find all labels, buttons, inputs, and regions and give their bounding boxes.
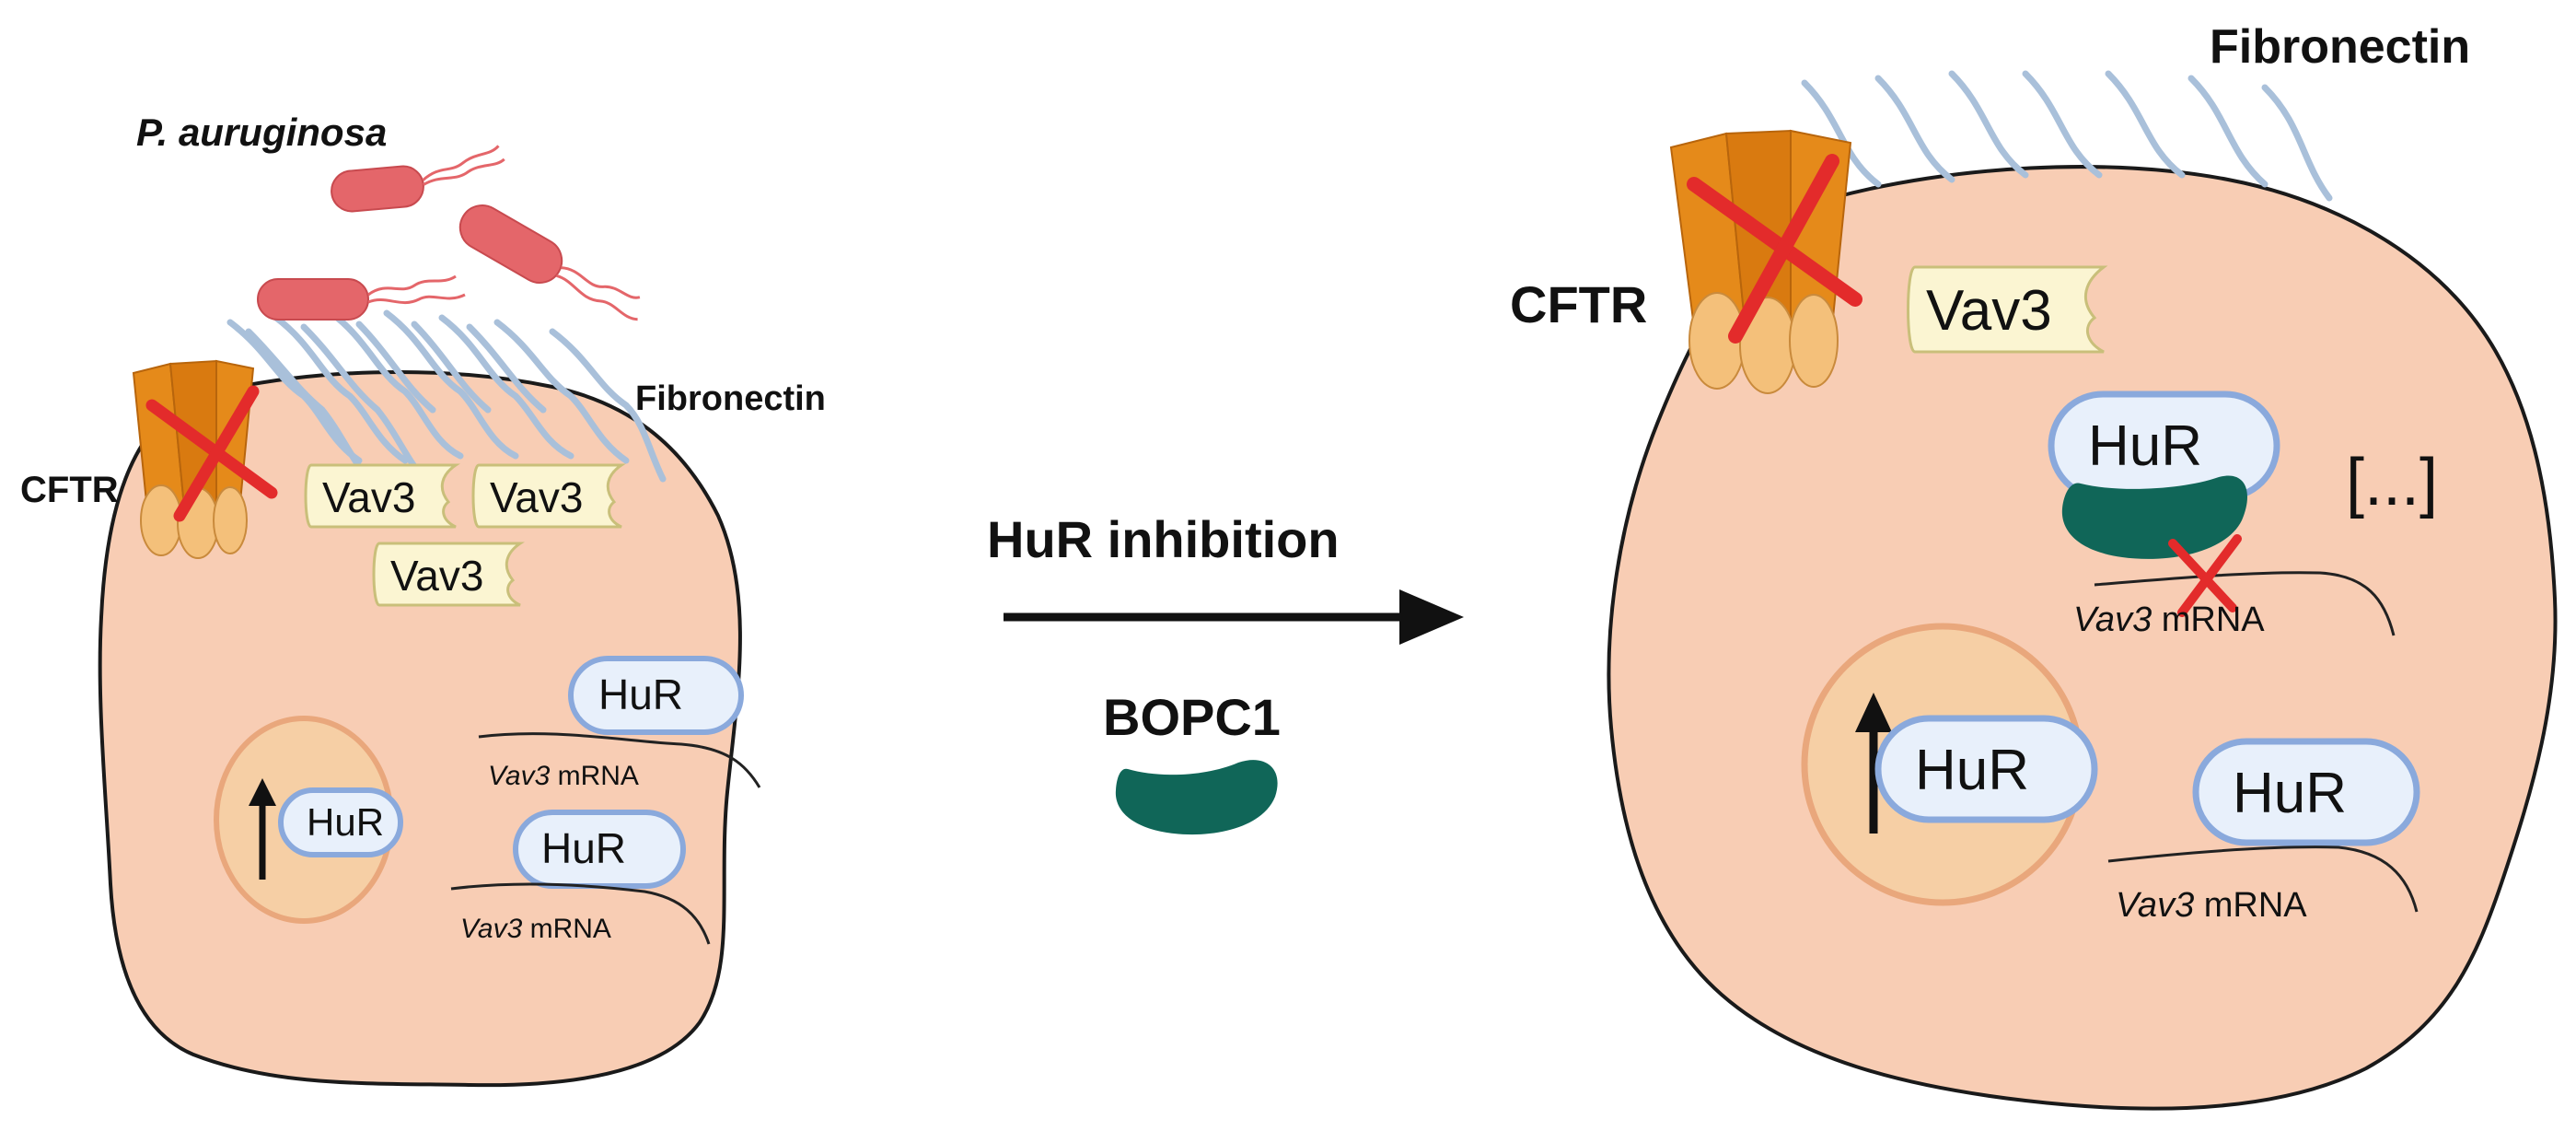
svg-text:HuR: HuR [598,670,683,718]
drug-label: BOPC1 [1103,688,1281,746]
ellipsis-label: [...] [2346,446,2438,519]
bacteria-group [257,145,641,321]
right-cyto-hur: HuR [2192,738,2420,846]
left-mrna-2 [450,882,711,945]
svg-text:Vav3: Vav3 [390,552,483,600]
right-panel: Fibronectin CFTR Vav3 HuR [1510,20,2558,1111]
right-mrna-label: Vav3 mRNA [2116,886,2307,925]
left-vav3-3: Vav3 [372,542,525,607]
left-vav3-2: Vav3 [471,463,626,529]
svg-text:HuR: HuR [307,800,384,844]
left-fibronectin-label: Fibronectin [635,379,826,418]
bacterium-3 [257,274,466,321]
left-fibronectin-fibers [226,309,667,483]
svg-text:HuR: HuR [2088,414,2202,478]
right-mrna [2107,845,2419,913]
right-nucleus-hur: HuR [1874,715,2098,823]
left-cftr-cross [145,385,278,522]
bacterium-2 [458,204,641,321]
inhibition-arrow [1004,589,1464,645]
right-cftr-cross [1687,154,1862,344]
bacteria-label: P. auruginosa [136,111,387,154]
left-vav3-1: Vav3 [304,463,460,529]
bopc1-molecule [1115,760,1278,835]
left-nucleus-hur: HuR [278,787,403,857]
left-cftr-label: CFTR [20,470,119,510]
left-panel: P. auruginosa Fibronectin CFTR Vav3 Vav3 [20,111,826,1088]
svg-text:HuR: HuR [1915,739,2029,802]
left-mrna-1-label: Vav3 mRNA [488,761,639,791]
right-bound-hur: HuR [2048,391,2280,501]
svg-text:HuR: HuR [2233,762,2347,825]
svg-text:HuR: HuR [541,824,626,872]
right-fibronectin-label: Fibronectin [2210,20,2470,74]
left-mrna-1 [478,732,761,788]
right-mrna-blocked [2094,571,2396,636]
right-nucleus-up-arrow [1855,693,1892,834]
center-panel: HuR inhibition BOPC1 [987,510,1464,835]
right-cftr-label: CFTR [1510,275,1647,333]
svg-text:Vav3: Vav3 [490,473,583,521]
right-fibronectin-fibers [1801,70,2333,202]
bacterium-1 [331,145,505,213]
svg-text:Vav3: Vav3 [1926,279,2052,343]
left-nucleus-up-arrow [249,778,276,880]
inhibition-label: HuR inhibition [987,510,1340,568]
left-cyto-hur-1: HuR [568,656,744,735]
svg-text:Vav3: Vav3 [322,473,415,521]
right-cell [1607,165,2558,1111]
left-mrna-2-label: Vav3 mRNA [460,914,611,944]
right-mrna-blocked-label: Vav3 mRNA [2073,600,2265,639]
left-cyto-hur-2: HuR [513,810,686,889]
right-mrna-cross [2168,534,2242,617]
right-bound-bopc1 [2061,475,2248,559]
right-vav3: Vav3 [1907,265,2108,354]
